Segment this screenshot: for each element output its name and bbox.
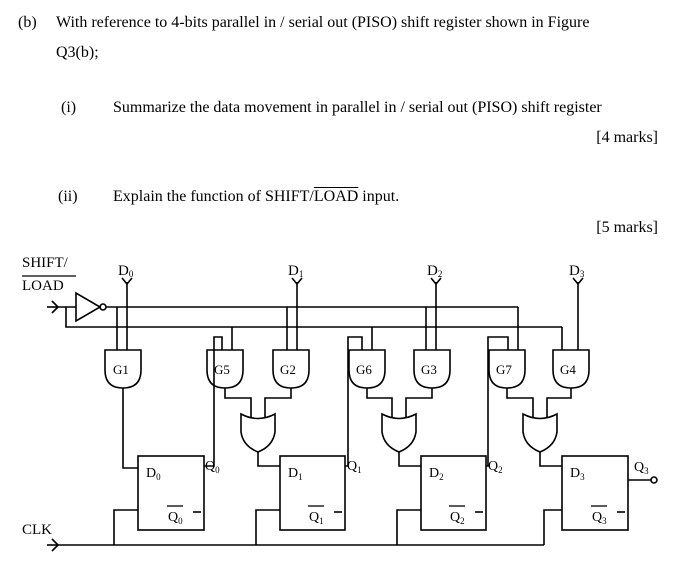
data-input-2: D2 (427, 263, 442, 279)
shift-label: SHIFT/ (22, 255, 69, 271)
output-q3-label: Q3 (634, 460, 649, 476)
subquestion-2-text: Explain the function of SHIFT/LOAD input… (113, 188, 400, 205)
ff3-qbar-label: Q3 (592, 510, 607, 526)
data-input-0: D0 (118, 263, 134, 279)
gate-g4: G4 (560, 362, 576, 377)
ff2-qbar-label: Q2 (450, 510, 465, 526)
gate-g3: G3 (421, 362, 437, 377)
load-label: LOAD (22, 278, 64, 294)
gate-g7: G7 (496, 362, 512, 377)
subquestion-1-label: (i) (61, 99, 77, 116)
ff0-q-label: Q0 (205, 459, 220, 475)
ff1-d-label: D1 (288, 466, 303, 482)
subquestion-1-text: Summarize the data movement in parallel … (113, 99, 602, 116)
gate-g6: G6 (356, 362, 372, 377)
clk-label: CLK (22, 522, 52, 538)
subquestion-2-marks: [5 marks] (596, 219, 658, 236)
ff0-qbar-label: Q0 (168, 510, 183, 526)
gate-g2: G2 (280, 362, 296, 377)
subquestion-2-label: (ii) (58, 188, 78, 205)
data-input-1: D1 (288, 263, 303, 279)
question-stem-line2: Q3(b); (56, 44, 99, 61)
gate-g5: G5 (214, 362, 230, 377)
question-stem-line1: With reference to 4-bits parallel in / s… (56, 14, 590, 31)
ff1-q-label: Q1 (347, 459, 362, 475)
ff2-d-label: D2 (429, 466, 444, 482)
part-label: (b) (18, 14, 37, 31)
ff3-d-label: D3 (570, 466, 585, 482)
ff1-qbar-label: Q1 (309, 510, 324, 526)
ff0-d-label: D0 (146, 466, 161, 482)
ff2-q-label: Q2 (488, 459, 503, 475)
gate-g1: G1 (113, 362, 129, 377)
data-input-3: D3 (569, 263, 585, 279)
subquestion-1-marks: [4 marks] (596, 129, 658, 146)
